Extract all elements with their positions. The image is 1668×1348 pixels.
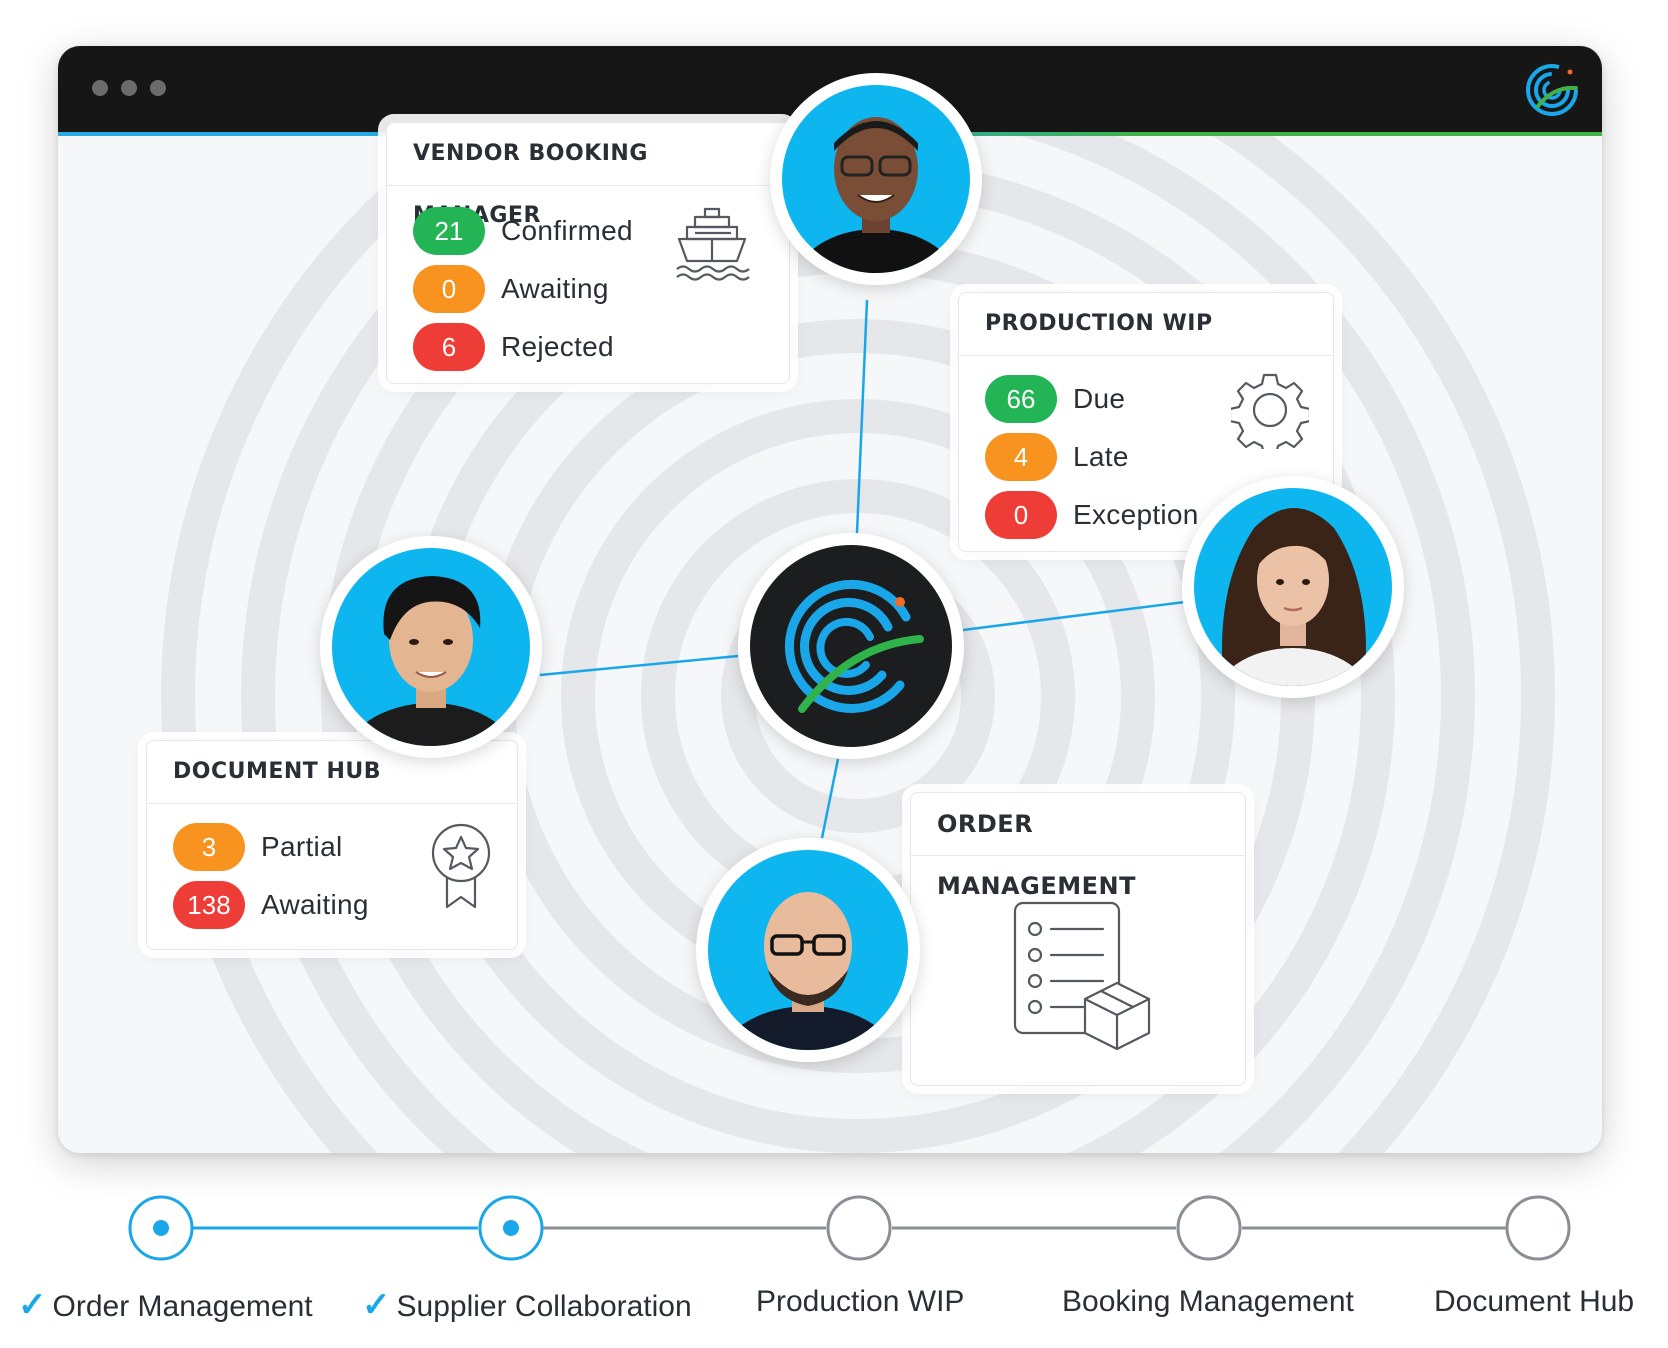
status-row: 138 Awaiting	[173, 881, 369, 929]
timeline-step-label: Order Management	[52, 1290, 313, 1323]
status-label: Awaiting	[501, 273, 609, 304]
avatar[interactable]	[770, 73, 982, 285]
avatar[interactable]	[320, 536, 542, 758]
avatar-photo	[332, 548, 530, 746]
document-hub-card[interactable]: DOCUMENT HUB 3 Partial 138 Awaiting	[146, 740, 518, 950]
status-row: 0 Exception	[985, 491, 1199, 539]
count-badge: 138	[173, 881, 245, 929]
gear-icon	[1231, 373, 1309, 449]
window-control-dot[interactable]	[150, 80, 166, 96]
status-row: 0 Awaiting	[413, 265, 609, 313]
hub-logo[interactable]	[738, 533, 964, 759]
timeline-step-supplier-collaboration[interactable]: ✓Supplier Collaboration	[362, 1285, 692, 1325]
status-label: Confirmed	[501, 215, 633, 246]
count-badge: 6	[413, 323, 485, 371]
ship-icon	[676, 207, 750, 281]
card-title: DOCUMENT HUB	[147, 741, 517, 804]
count-badge: 3	[173, 823, 245, 871]
status-label: Partial	[261, 831, 343, 862]
brand-logo-icon	[1526, 64, 1578, 116]
card-title: PRODUCTION WIP	[959, 293, 1333, 356]
person-silhouette-icon	[719, 892, 897, 1050]
card-title: ORDER MANAGEMENT	[911, 793, 1245, 900]
progress-timeline	[128, 1195, 1571, 1261]
brand-logo-icon	[784, 579, 924, 713]
window-control-dot[interactable]	[92, 80, 108, 96]
avatar[interactable]	[696, 838, 920, 1062]
count-badge: 4	[985, 433, 1057, 481]
count-badge: 66	[985, 375, 1057, 423]
timeline-step-order-management[interactable]: ✓Order Management	[18, 1285, 313, 1325]
person-silhouette-icon	[795, 117, 957, 273]
timeline-step-node-2	[478, 1195, 544, 1261]
avatar-photo	[782, 85, 970, 273]
person-silhouette-icon	[1216, 508, 1370, 686]
status-row: 6 Rejected	[413, 323, 614, 371]
avatar[interactable]	[1182, 476, 1404, 698]
window-control-dot[interactable]	[121, 80, 137, 96]
timeline-step-label: Document Hub	[1434, 1285, 1635, 1318]
window-controls	[92, 80, 166, 96]
timeline-step-document-hub[interactable]: Document Hub	[1434, 1285, 1634, 1319]
status-row: 66 Due	[985, 375, 1125, 423]
avatar-photo	[1194, 488, 1392, 686]
timeline-step-node-3	[826, 1195, 892, 1261]
count-badge: 0	[413, 265, 485, 313]
person-silhouette-icon	[346, 576, 516, 746]
status-label: Rejected	[501, 331, 614, 362]
timeline-step-booking-management[interactable]: Booking Management	[1062, 1285, 1354, 1319]
timeline-step-node-1	[128, 1195, 194, 1261]
status-label: Late	[1073, 441, 1129, 472]
avatar-photo	[708, 850, 908, 1050]
vendor-booking-card[interactable]: VENDOR BOOKING MANAGER 21 Confirmed 0 Aw…	[386, 122, 790, 384]
status-row: 4 Late	[985, 433, 1129, 481]
checkmark-icon: ✓	[362, 1286, 391, 1324]
timeline-step-label: Supplier Collaboration	[396, 1290, 692, 1323]
checkmark-icon: ✓	[18, 1286, 47, 1324]
timeline-step-node-4	[1176, 1195, 1242, 1261]
timeline-step-label: Production WIP	[756, 1285, 965, 1318]
award-ribbon-icon	[431, 823, 491, 909]
timeline-step-production-wip[interactable]: Production WIP	[756, 1285, 964, 1319]
count-badge: 0	[985, 491, 1057, 539]
status-label: Due	[1073, 383, 1126, 414]
timeline-step-node-5	[1505, 1195, 1571, 1261]
timeline-step-label: Booking Management	[1062, 1285, 1354, 1318]
status-label: Exception	[1073, 499, 1199, 530]
order-management-card[interactable]: ORDER MANAGEMENT	[910, 792, 1246, 1086]
hub-logo-disc	[750, 545, 952, 747]
status-label: Awaiting	[261, 889, 369, 920]
status-row: 3 Partial	[173, 823, 342, 871]
count-badge: 21	[413, 207, 485, 255]
card-title: VENDOR BOOKING MANAGER	[387, 123, 789, 228]
checklist-box-icon	[1013, 901, 1151, 1051]
status-row: 21 Confirmed	[413, 207, 633, 255]
